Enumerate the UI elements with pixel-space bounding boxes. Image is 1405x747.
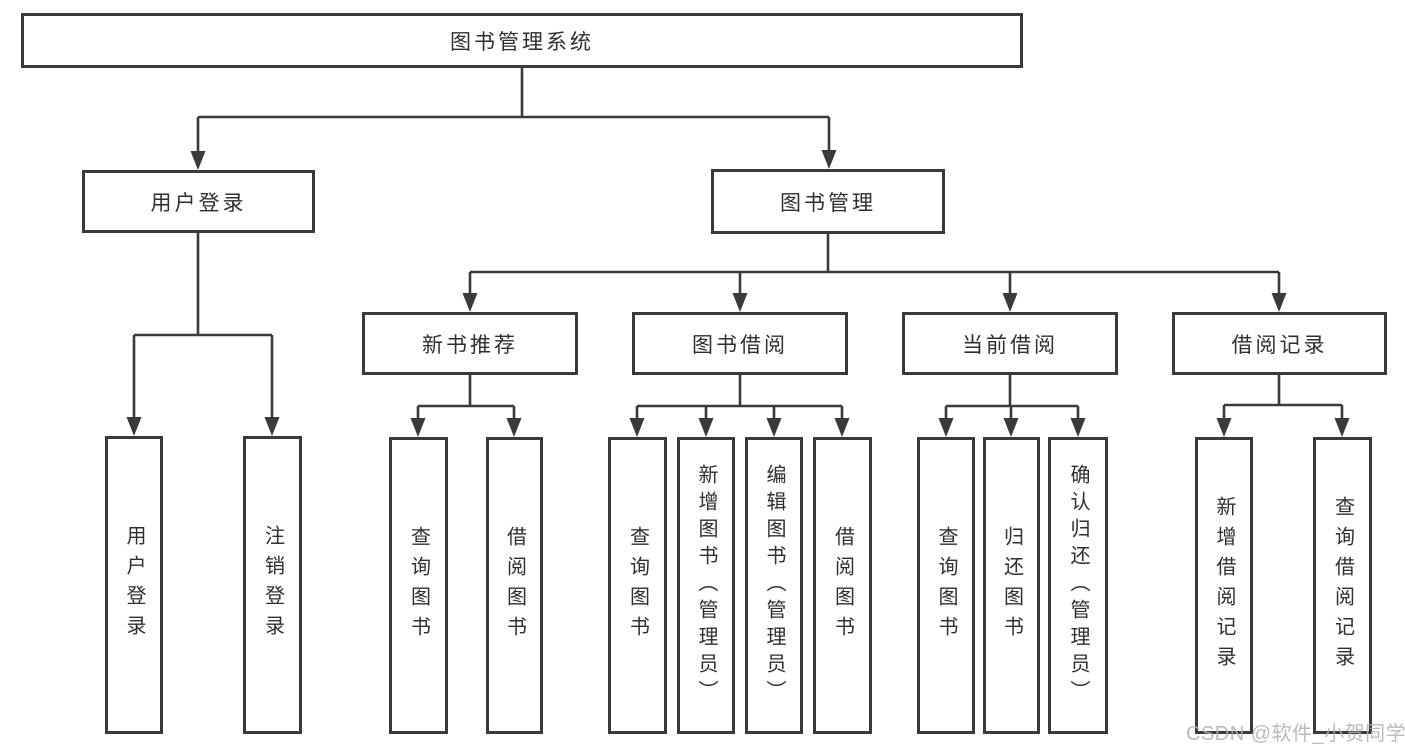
leaf-return-book: 归还图书 bbox=[983, 437, 1040, 734]
leaf-confirm-return-admin: 确认归还（管理员） bbox=[1048, 437, 1108, 734]
leaf-borrow-book-recommend: 借阅图书 bbox=[486, 437, 543, 734]
leaf-add-borrow-record-label: 新增借阅记录 bbox=[1213, 495, 1235, 676]
leaf-query-book-borrowing: 查询图书 bbox=[608, 437, 667, 734]
leaf-query-book-recommend-label: 查询图书 bbox=[407, 525, 430, 646]
node-book-borrowing-label: 图书借阅 bbox=[692, 333, 788, 357]
leaf-borrow-book-recommend-label: 借阅图书 bbox=[503, 525, 526, 646]
node-new-book-recommend-label: 新书推荐 bbox=[422, 333, 518, 357]
arrowhead-icons bbox=[126, 150, 1350, 437]
node-current-borrowing: 当前借阅 bbox=[902, 312, 1118, 375]
node-book-management: 图书管理 bbox=[711, 169, 945, 234]
leaf-edit-book-admin: 编辑图书（管理员） bbox=[745, 437, 803, 734]
node-user-login: 用户登录 bbox=[82, 170, 315, 233]
node-user-login-label: 用户登录 bbox=[150, 191, 247, 215]
node-current-borrowing-label: 当前借阅 bbox=[962, 333, 1058, 357]
node-borrow-records: 借阅记录 bbox=[1172, 312, 1387, 375]
leaf-query-book-borrowing-label: 查询图书 bbox=[626, 525, 649, 646]
leaf-edit-book-admin-label: 编辑图书（管理员） bbox=[763, 464, 785, 707]
leaf-add-book-admin: 新增图书（管理员） bbox=[677, 437, 735, 734]
leaf-borrow-book: 借阅图书 bbox=[813, 437, 872, 734]
leaf-add-book-admin-label: 新增图书（管理员） bbox=[695, 464, 717, 707]
node-book-management-label: 图书管理 bbox=[780, 191, 876, 215]
node-root-system: 图书管理系统 bbox=[21, 13, 1023, 68]
leaf-user-login-label: 用户登录 bbox=[123, 525, 145, 645]
leaf-logout-label: 注销登录 bbox=[261, 525, 284, 645]
leaf-user-login: 用户登录 bbox=[105, 436, 163, 734]
leaf-borrow-book-label: 借阅图书 bbox=[831, 525, 854, 646]
leaf-query-book-recommend: 查询图书 bbox=[389, 437, 448, 734]
leaf-query-book-current: 查询图书 bbox=[917, 437, 975, 734]
node-root-label: 图书管理系统 bbox=[450, 30, 594, 54]
leaf-query-book-current-label: 查询图书 bbox=[935, 525, 957, 646]
leaf-confirm-return-admin-label: 确认归还（管理员） bbox=[1067, 464, 1089, 707]
node-borrow-records-label: 借阅记录 bbox=[1231, 333, 1328, 357]
leaf-add-borrow-record: 新增借阅记录 bbox=[1195, 437, 1253, 734]
leaf-query-borrow-record: 查询借阅记录 bbox=[1313, 437, 1372, 734]
leaf-return-book-label: 归还图书 bbox=[1000, 525, 1023, 646]
leaf-logout: 注销登录 bbox=[243, 436, 302, 734]
node-new-book-recommend: 新书推荐 bbox=[362, 312, 578, 375]
leaf-query-borrow-record-label: 查询借阅记录 bbox=[1331, 495, 1354, 676]
tree-edges bbox=[132, 68, 1344, 426]
node-book-borrowing: 图书借阅 bbox=[632, 312, 848, 375]
csdn-watermark: CSDN @软件_小贺同学 bbox=[1186, 723, 1405, 745]
